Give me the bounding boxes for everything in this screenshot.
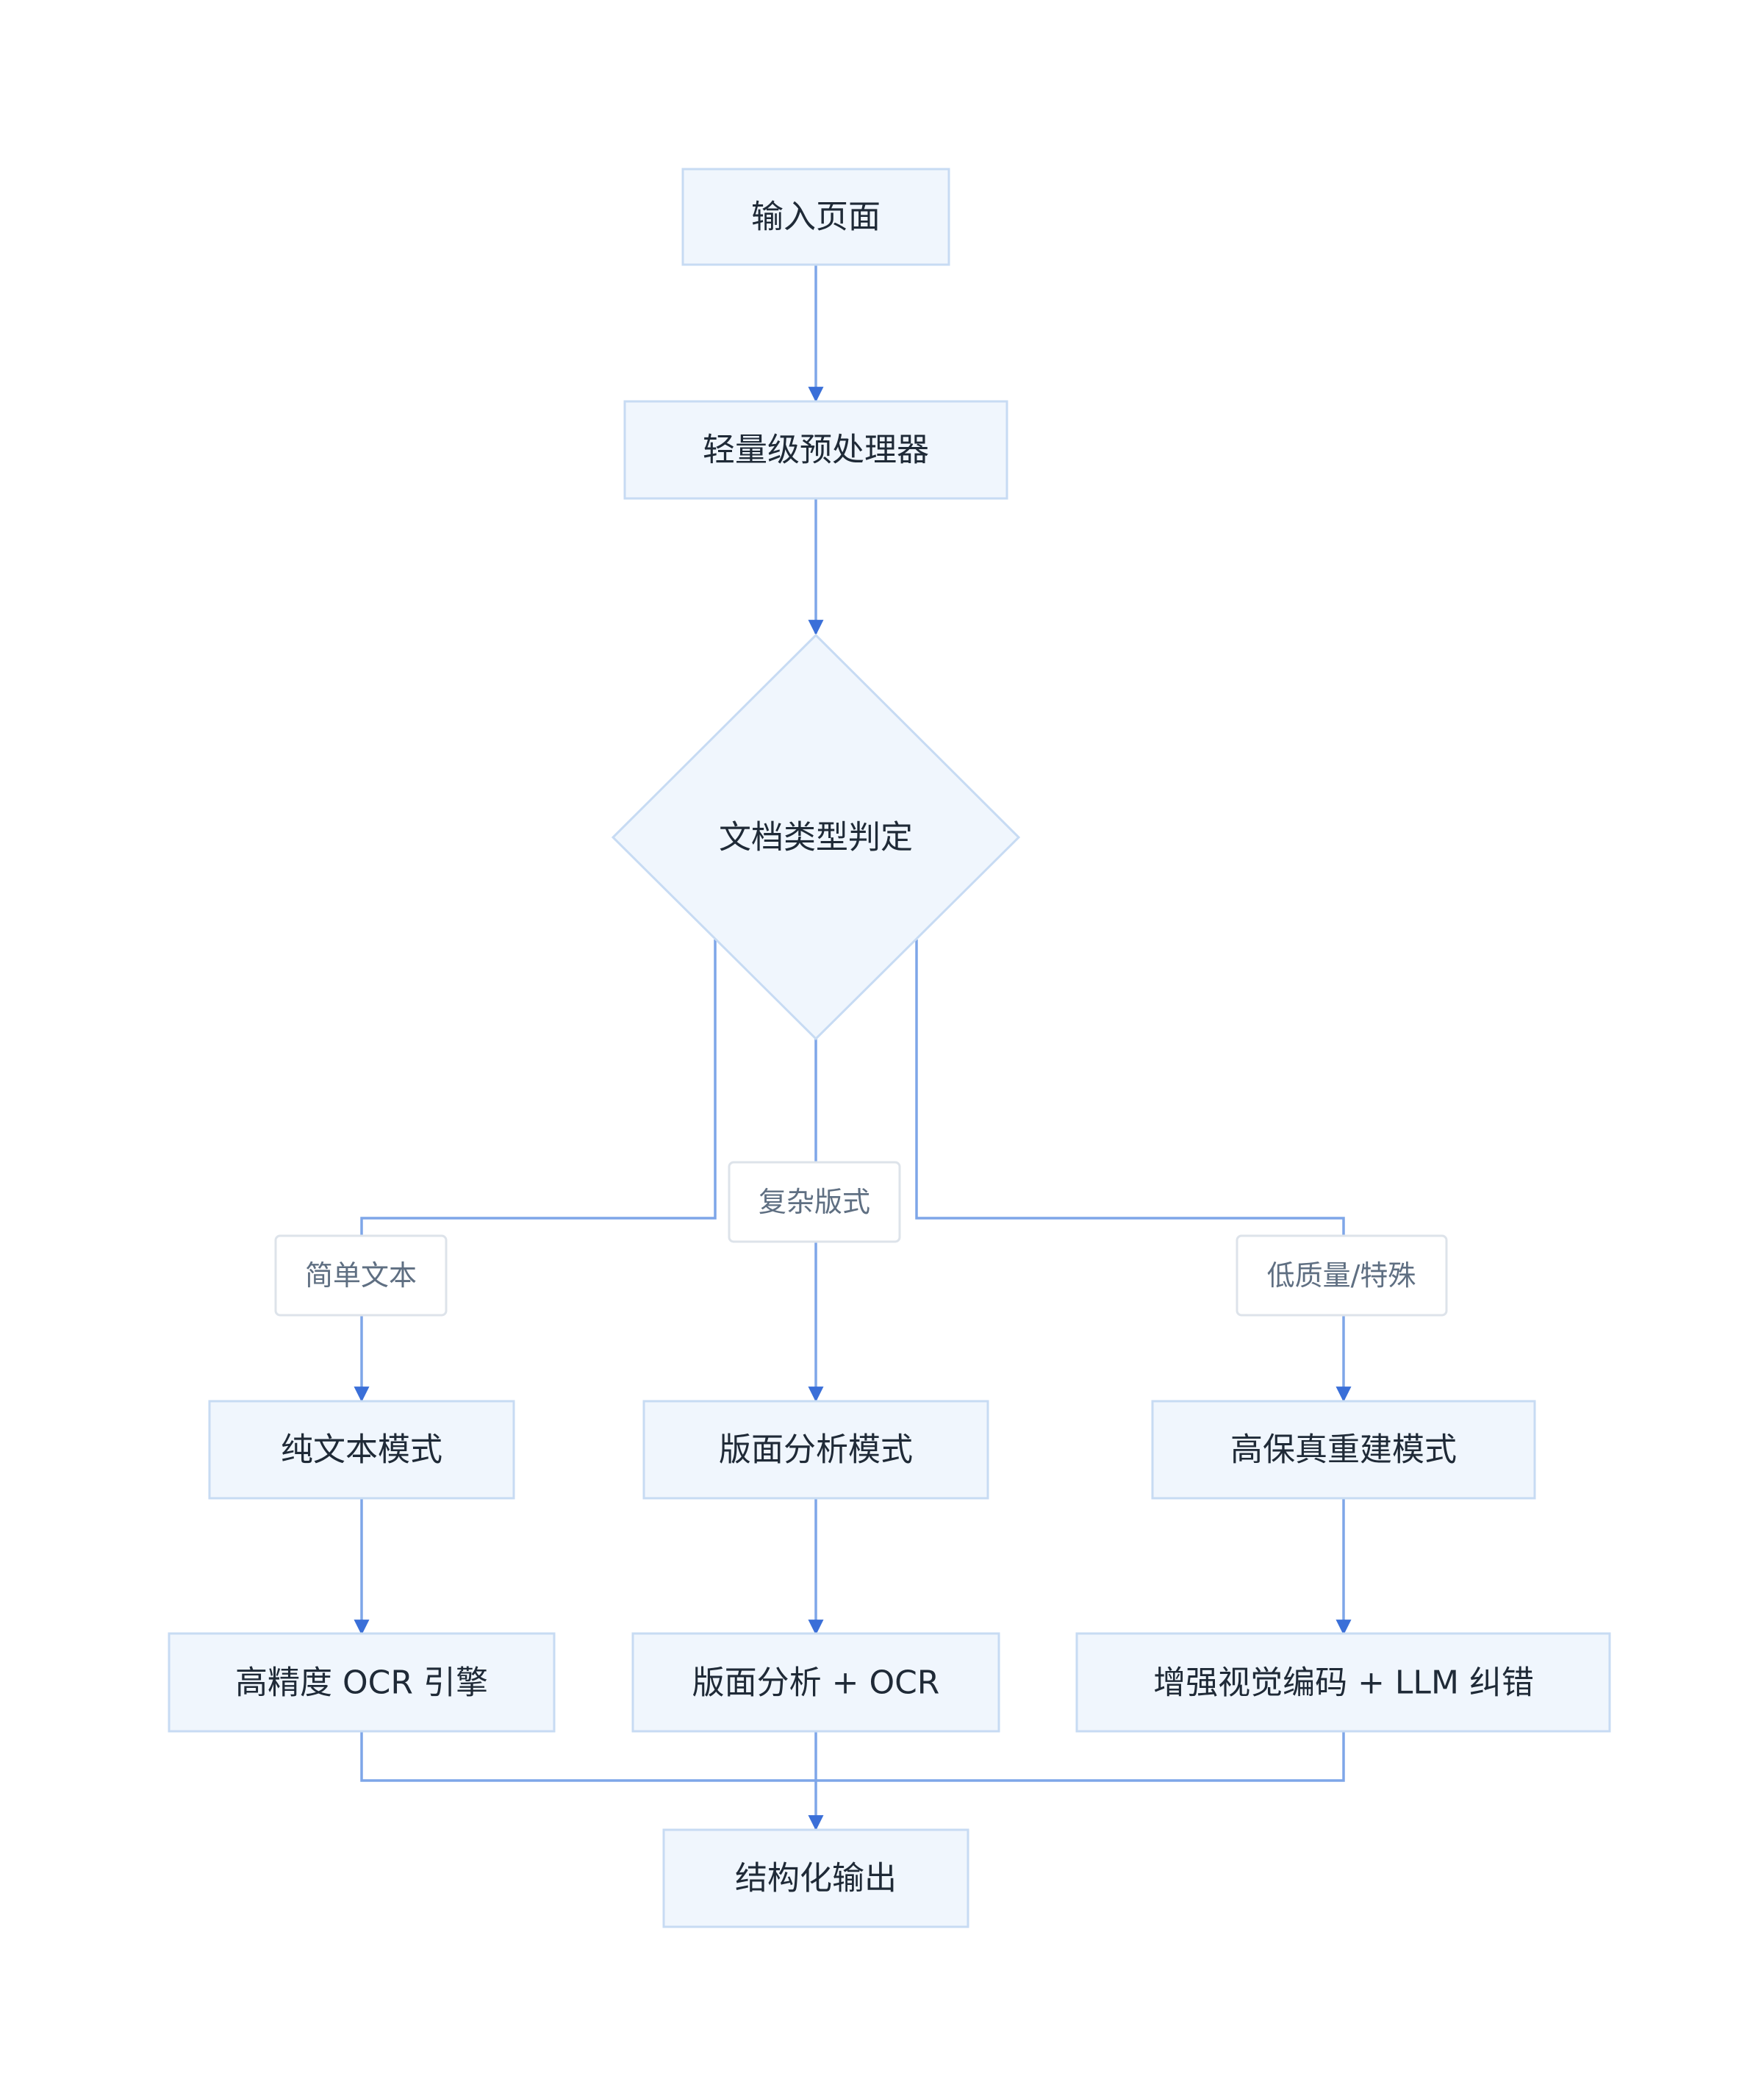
edge-label-complex: 复杂版式: [728, 1161, 901, 1243]
node-layout-mode-label: 版面分析模式: [719, 1431, 913, 1469]
node-input-label: 输入页面: [751, 198, 881, 236]
edge-label-simple: 简单文本: [274, 1234, 448, 1317]
node-layout-ocr-label: 版面分析 + OCR: [692, 1664, 940, 1702]
edge-label-simple-text: 简单文本: [305, 1259, 417, 1292]
node-output-label: 结构化输出: [735, 1860, 897, 1897]
edge-decision-to-plain: [354, 940, 717, 1403]
node-output: 结构化输出: [662, 1828, 969, 1928]
node-enhanced-label: 增强视觉编码 + LLM 纠错: [1153, 1664, 1534, 1702]
node-preprocess: 轻量级预处理器: [623, 400, 1008, 500]
edge-label-lowq-text: 低质量/特殊: [1267, 1259, 1416, 1292]
node-preprocess-label: 轻量级预处理器: [703, 432, 929, 469]
node-layout-mode: 版面分析模式: [642, 1400, 989, 1500]
node-decision: 文档类型判定: [611, 633, 1021, 1041]
edge-enhanced-to-output: [816, 1731, 1345, 1782]
node-plain-mode-label: 纯文本模式: [281, 1431, 442, 1469]
edge-label-complex-text: 复杂版式: [759, 1186, 870, 1218]
edge-ocr-to-output: [360, 1731, 816, 1782]
node-input: 输入页面: [681, 168, 950, 266]
node-decision-label: 文档类型判定: [719, 819, 913, 856]
edges: [354, 265, 1352, 1831]
edge-label-lowq: 低质量/特殊: [1236, 1234, 1448, 1317]
node-layout-ocr: 版面分析 + OCR: [631, 1632, 1000, 1733]
edge-decision-to-hifi: [915, 940, 1352, 1403]
node-ocr-engine: 高精度 OCR 引擎: [168, 1632, 556, 1733]
node-hifi-mode: 高保真重建模式: [1151, 1400, 1536, 1500]
node-hifi-mode-label: 高保真重建模式: [1230, 1431, 1457, 1469]
node-ocr-engine-label: 高精度 OCR 引擎: [235, 1664, 488, 1702]
node-enhanced: 增强视觉编码 + LLM 纠错: [1075, 1632, 1611, 1733]
node-plain-mode: 纯文本模式: [208, 1400, 515, 1500]
